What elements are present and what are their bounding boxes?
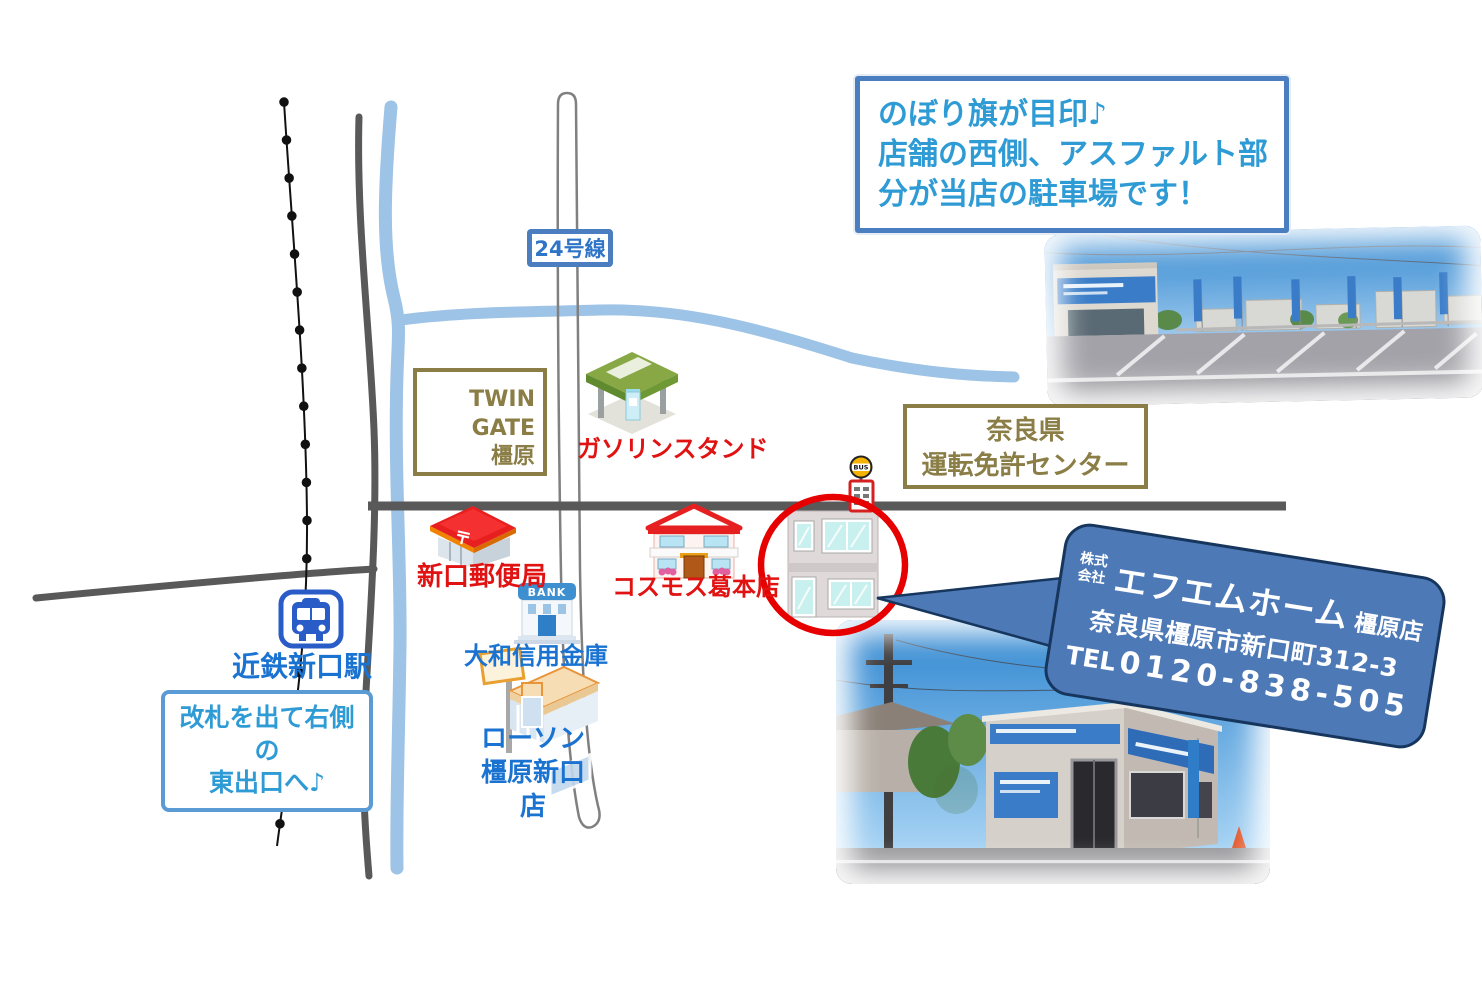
- photo-fade: [1044, 225, 1482, 406]
- cosmos-label: コスモス葛本店: [612, 573, 780, 601]
- road-strip: [1047, 373, 1482, 407]
- gas-station-icon: [586, 352, 678, 434]
- lawson-label: ローソン 橿原新口店: [470, 723, 596, 824]
- lawson-line2: 橿原新口店: [480, 757, 585, 822]
- parking-note-box: のぼり旗が目印♪ 店舗の西側、アスファルト部 分が当店の駐車場です！: [855, 76, 1289, 233]
- bus-stop-icon: BUS: [848, 455, 875, 513]
- neighbor-roof: [836, 702, 956, 736]
- cosmos-store-icon: [645, 503, 743, 579]
- license-center-box: 奈良県 運転免許センター: [903, 404, 1148, 489]
- post-office-icon: 〒: [430, 506, 516, 568]
- company-prefix: 株式 会社: [1076, 550, 1110, 587]
- store-building: [1052, 262, 1159, 339]
- tel-label: TEL: [1063, 639, 1118, 677]
- bank-sign: BANK: [528, 586, 567, 599]
- river: [378, 100, 1020, 875]
- parking-photo-scene: [1044, 225, 1482, 407]
- license-center-line1: 奈良県: [986, 416, 1065, 446]
- bank-label: 大和信用金庫: [464, 642, 608, 670]
- branch-name: 橿原店: [1352, 609, 1425, 647]
- nobori-flags: [1193, 272, 1449, 332]
- bus-sign: BUS: [854, 464, 869, 472]
- station-note-line2: 東出口へ♪: [209, 768, 325, 797]
- gas-station-label: ガソリンスタンド: [577, 435, 769, 463]
- station-icon: [278, 589, 344, 649]
- train-icon: [278, 589, 344, 649]
- lawson-line1: ローソン: [480, 724, 585, 754]
- route24-road: [556, 91, 601, 829]
- parking-lines: [1115, 329, 1478, 377]
- license-center-line2: 運転免許センター: [921, 451, 1130, 482]
- store-building-icon: [787, 510, 879, 618]
- station-note-box: 改札を出て右側の 東出口へ♪: [161, 690, 373, 812]
- lawson-icon: [478, 646, 601, 799]
- parking-note-line2: 店舗の西側、アスファルト部: [878, 137, 1268, 173]
- post-office-label: 新口郵便局: [417, 562, 548, 592]
- station-note-line1: 改札を出て右側の: [179, 703, 355, 765]
- twin-gate-box: TWIN GATE 橿原: [413, 368, 547, 476]
- route24-label: 24号線: [534, 237, 606, 261]
- route24-sign: 24号線: [527, 229, 613, 267]
- distant-houses: [1195, 289, 1482, 332]
- parking-photo: [1044, 225, 1482, 407]
- postal-mark: 〒: [452, 527, 473, 550]
- twin-gate-line2: 橿原: [490, 444, 535, 470]
- nobori-flag: [1188, 738, 1199, 838]
- parking-note-line3: 分が当店の駐車場です！: [878, 177, 1208, 213]
- trees: [908, 714, 988, 814]
- station-label: 近鉄新口駅: [232, 650, 373, 683]
- traffic-cone: [1232, 826, 1246, 848]
- twin-gate-line1: TWIN GATE: [469, 387, 535, 441]
- station-road: [32, 565, 378, 602]
- bank-icon: BANK: [514, 583, 580, 644]
- parking-note-line1: のぼり旗が目印♪: [878, 97, 1108, 132]
